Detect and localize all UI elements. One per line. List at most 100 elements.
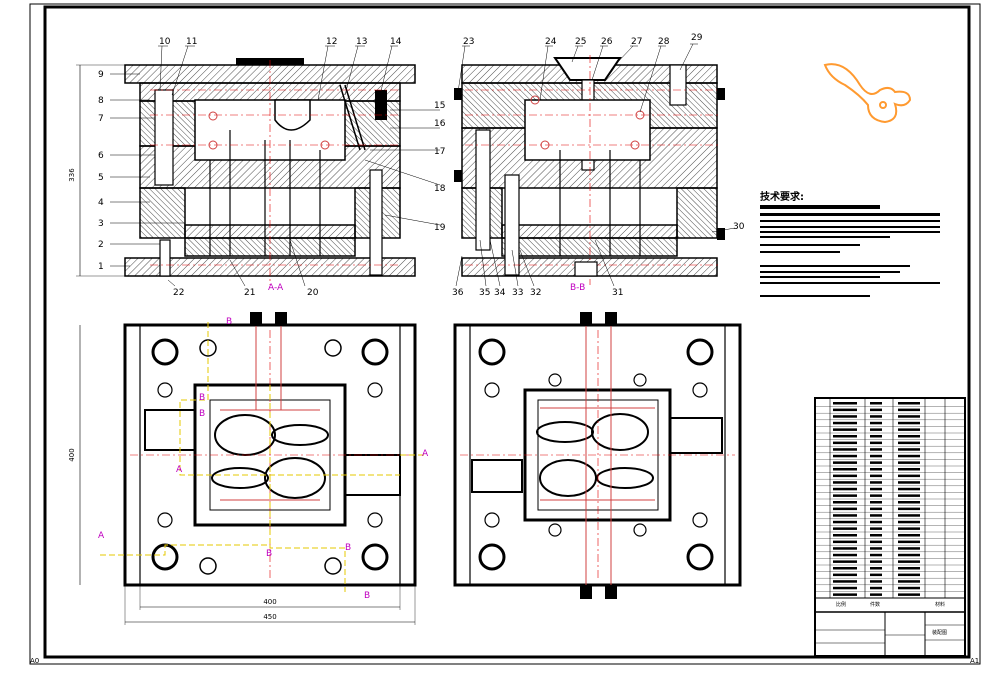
tb-row-text [898, 580, 920, 583]
tb-row-text [898, 534, 920, 537]
part-label-1: 1 [98, 262, 104, 272]
tb-row-text [833, 520, 857, 524]
rabbit-logo [823, 63, 912, 124]
tb-row-text [833, 415, 857, 418]
tb-row-text [833, 468, 857, 471]
section-title-aa: A-A [268, 283, 284, 293]
tb-row-text [898, 428, 920, 431]
tb-row-text [898, 586, 920, 590]
tb-row-text [870, 468, 882, 471]
part-label-22: 22 [173, 288, 184, 298]
tb-row-text [870, 580, 882, 583]
tb-row-text [833, 553, 857, 557]
tb-row-text [898, 547, 920, 550]
tb-row-text [833, 586, 857, 590]
part-label-36: 36 [452, 288, 464, 298]
marker-b-left2: B [199, 409, 205, 419]
plan-view-right [453, 312, 742, 599]
part-label-27: 27 [631, 37, 642, 47]
tb-row-text [833, 428, 857, 431]
tb-row-text [898, 402, 920, 405]
tb-row-text [870, 474, 882, 478]
tb-row-text [898, 573, 920, 577]
tb-row-text [870, 461, 882, 464]
tb-row-text [833, 560, 857, 563]
tb-row-text [870, 441, 882, 445]
tb-row-text [898, 514, 920, 517]
tb-row-text [833, 580, 857, 583]
tb-row-text [898, 408, 920, 412]
part-label-34: 34 [494, 288, 506, 298]
tb-row-text [833, 527, 857, 530]
tb-row-text [898, 461, 920, 464]
part-label-16: 16 [434, 119, 446, 129]
corner-label-right: A1 [970, 657, 979, 665]
tb-row-text [833, 507, 857, 511]
tb-row-text [898, 553, 920, 557]
tb-row-text [898, 501, 920, 504]
tb-row-text [870, 527, 882, 530]
tb-row-text [898, 474, 920, 478]
part-label-24: 24 [545, 37, 557, 47]
part-label-3: 3 [98, 219, 104, 229]
part-label-5: 5 [98, 173, 104, 183]
section-view-aa [76, 58, 416, 285]
tb-row-text [870, 481, 882, 484]
leaders-right [364, 109, 441, 226]
marker-b-top: B [226, 317, 232, 327]
part-label-14: 14 [390, 37, 402, 47]
plan-view-left [79, 312, 425, 625]
tb-row-text [833, 501, 857, 504]
tb-row-text [833, 402, 857, 405]
marker-b-right: B [345, 543, 351, 553]
tb-row-text [833, 461, 857, 464]
tb-row-text [833, 454, 857, 458]
tb-row-text [870, 586, 882, 590]
tb-row-text [898, 520, 920, 524]
tech-title: 技术要求: [760, 190, 804, 203]
tb-row-text [870, 421, 882, 425]
leaders-top-bb [457, 43, 698, 113]
part-label-21: 21 [244, 288, 255, 298]
tb-row-text [898, 468, 920, 471]
leaders-top [158, 45, 398, 101]
dim-450-horizontal: 450 [263, 613, 276, 621]
tb-row-text [898, 560, 920, 563]
tb-row-text [870, 593, 882, 596]
tb-row-text [870, 408, 882, 412]
part-label-17: 17 [434, 147, 445, 157]
tb-row-text [898, 487, 920, 491]
marker-a-left: A [176, 465, 183, 475]
dim-400-vertical: 400 [68, 448, 76, 461]
part-label-13: 13 [356, 37, 367, 47]
tb-row-text [833, 593, 857, 596]
part-label-9: 9 [98, 70, 104, 80]
tb-row-text [833, 435, 857, 438]
marker-b-left1: B [199, 393, 205, 403]
part-label-20: 20 [307, 288, 319, 298]
tb-row-text [870, 415, 882, 418]
tb-row-text [898, 567, 920, 570]
tb-row-text [833, 547, 857, 550]
part-label-4: 4 [98, 198, 104, 208]
tb-row-text [833, 567, 857, 570]
part-label-29: 29 [691, 33, 703, 43]
tb-row-text [870, 520, 882, 524]
title-block [814, 397, 966, 657]
sheet-border-outer [29, 3, 981, 665]
tb-row-text [870, 428, 882, 431]
tb-drawing: 装配图 [932, 629, 947, 636]
title-block-rows [815, 402, 965, 599]
tb-row-text [870, 435, 882, 438]
tb-row-text [870, 402, 882, 405]
corner-label-left: A0 [30, 657, 39, 665]
tb-row-text [833, 514, 857, 517]
tb-row-text [898, 593, 920, 596]
leaders-bottom-aa [167, 239, 306, 287]
tb-row-text [870, 487, 882, 491]
part-labels-left: 1 2 3 4 5 6 7 8 9 [98, 70, 104, 272]
tb-row-text [833, 481, 857, 484]
tb-row-text [870, 454, 882, 458]
part-label-12: 12 [326, 37, 337, 47]
part-label-2: 2 [98, 240, 104, 250]
